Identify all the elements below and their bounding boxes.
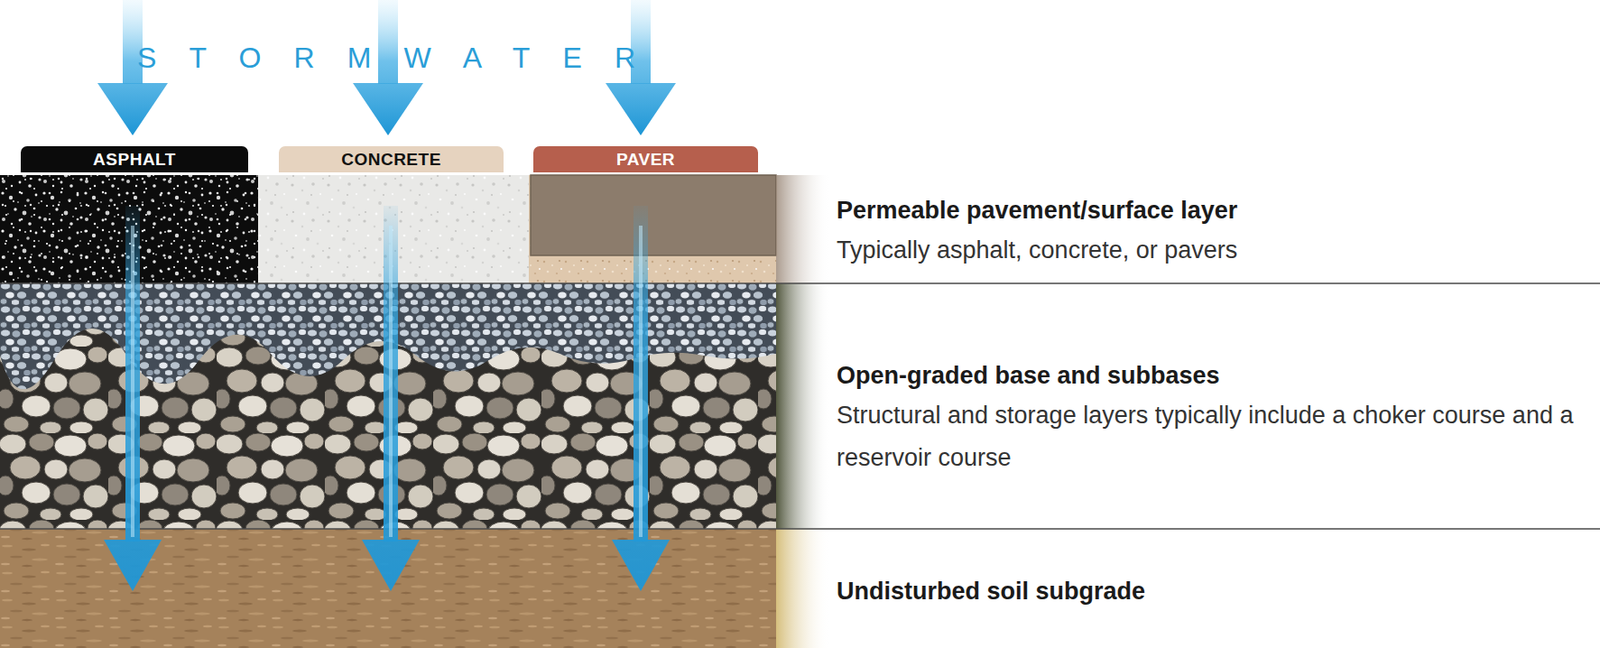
layer-shade [776,528,831,648]
surface-tab: CONCRETE [278,146,504,173]
layer-label: Open-graded base and subbasesStructural … [836,356,1586,480]
surface-tab: ASPHALT [20,146,249,173]
layer-heading: Undisturbed soil subgrade [836,572,1586,611]
surface-name: PAVER [533,146,759,173]
layer-divider [0,282,1600,285]
title-word: STORMWATER [137,40,668,75]
layer-description: Structural and storage layers typically … [836,394,1586,480]
layer-heading: Permeable pavement/surface layer [836,191,1586,230]
layer-heading: Open-graded base and subbases [836,356,1586,395]
layer-label: Permeable pavement/surface layerTypicall… [836,191,1586,272]
surface-name: ASPHALT [20,146,249,173]
arrow-highlight [130,225,643,537]
layer-description: Typically asphalt, concrete, or pavers [836,229,1586,272]
paver-block [530,175,777,256]
stormwater-arrows [97,0,676,136]
layer-label: Undisturbed soil subgrade [836,572,1586,611]
surface-name: CONCRETE [278,146,504,173]
surface-tab: PAVER [533,146,759,173]
layer-divider [0,527,1600,530]
soil-subgrade [0,528,777,648]
bedding-sand [528,175,777,284]
layer-shade [776,283,831,529]
infiltration-arrows [103,205,670,592]
layer-shade [776,175,831,284]
